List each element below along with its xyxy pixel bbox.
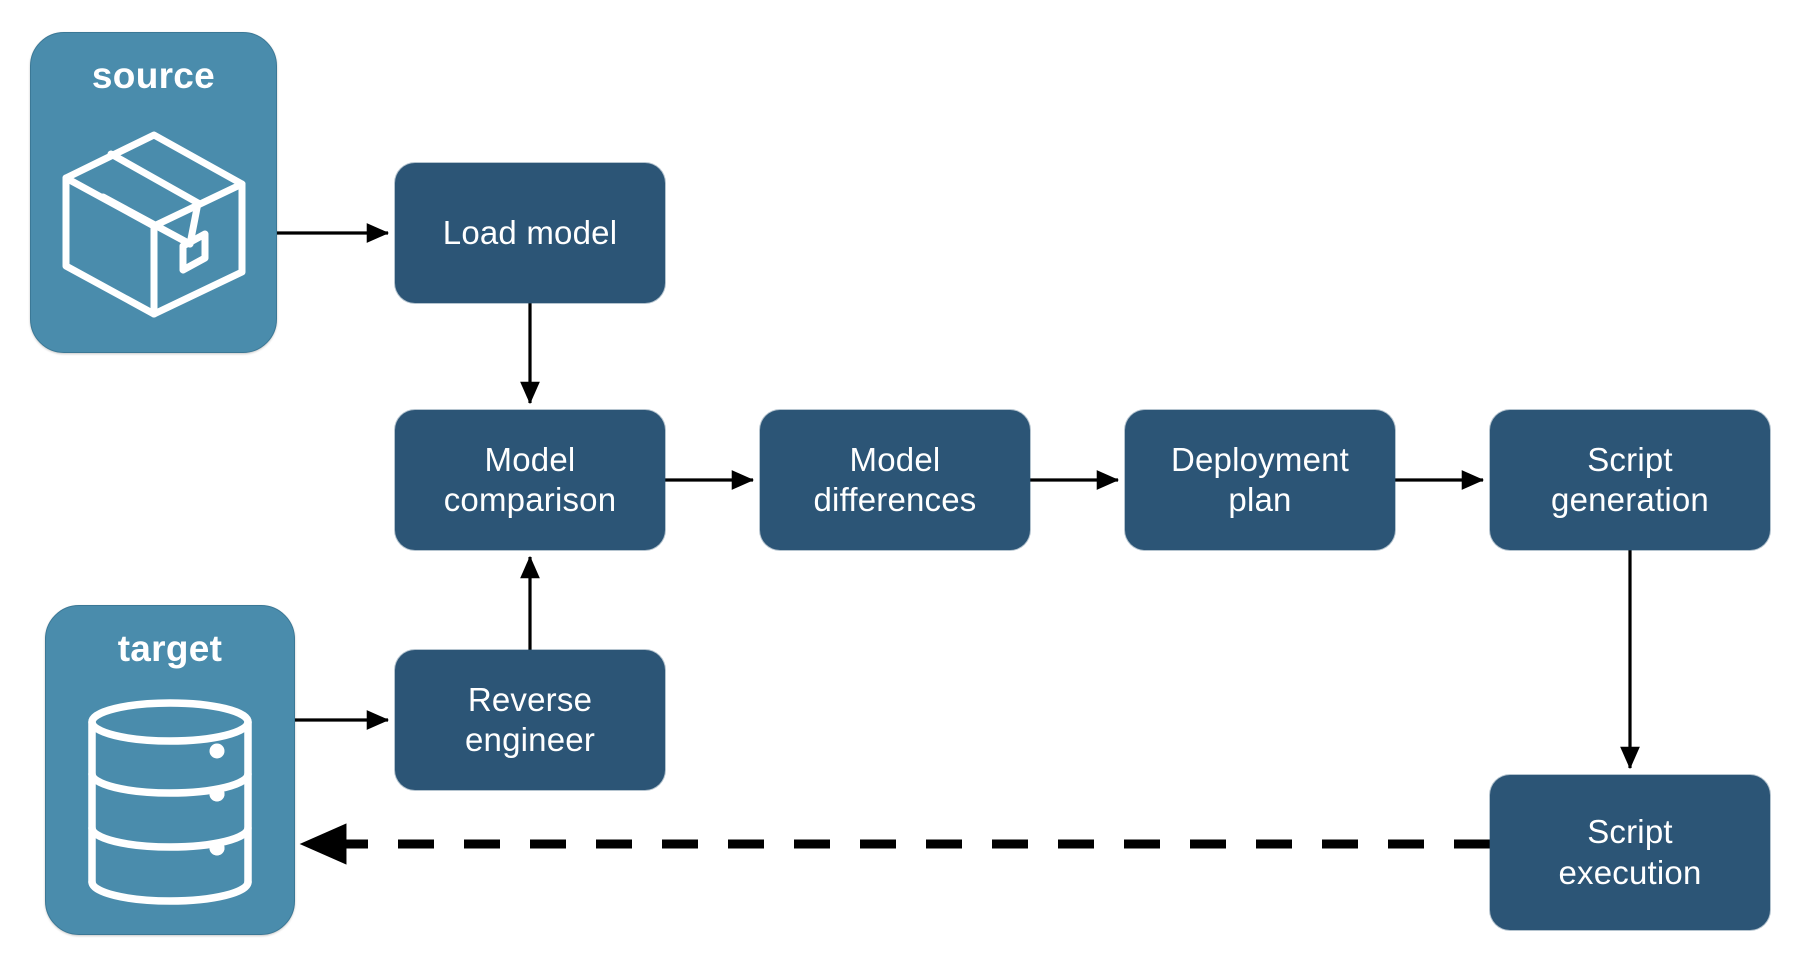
process-node-script-execution[interactable]: Script execution — [1490, 775, 1770, 930]
process-label-model-comparison: Model comparison — [443, 440, 617, 518]
process-label-script-generation: Script generation — [1551, 440, 1709, 518]
process-label-load-model: Load model — [442, 213, 618, 251]
process-node-model-comparison[interactable]: Model comparison — [395, 410, 665, 550]
endpoint-node-source[interactable]: source — [30, 32, 277, 353]
database-cylinder-icon — [46, 670, 294, 934]
process-node-deployment-plan[interactable]: Deployment plan — [1125, 410, 1395, 550]
process-node-script-generation[interactable]: Script generation — [1490, 410, 1770, 550]
process-label-reverse-engineer: Reverse engineer — [464, 680, 596, 758]
process-label-script-execution: Script execution — [1558, 813, 1702, 891]
process-node-model-differences[interactable]: Model differences — [760, 410, 1030, 550]
process-label-model-differences: Model differences — [813, 440, 977, 518]
process-label-deployment-plan: Deployment plan — [1170, 440, 1350, 518]
endpoint-label-source: source — [91, 55, 216, 96]
process-node-reverse-engineer[interactable]: Reverse engineer — [395, 650, 665, 790]
endpoint-node-target[interactable]: target — [45, 605, 295, 935]
package-box-icon — [31, 97, 276, 352]
process-node-load-model[interactable]: Load model — [395, 163, 665, 303]
endpoint-label-target: target — [117, 628, 223, 669]
